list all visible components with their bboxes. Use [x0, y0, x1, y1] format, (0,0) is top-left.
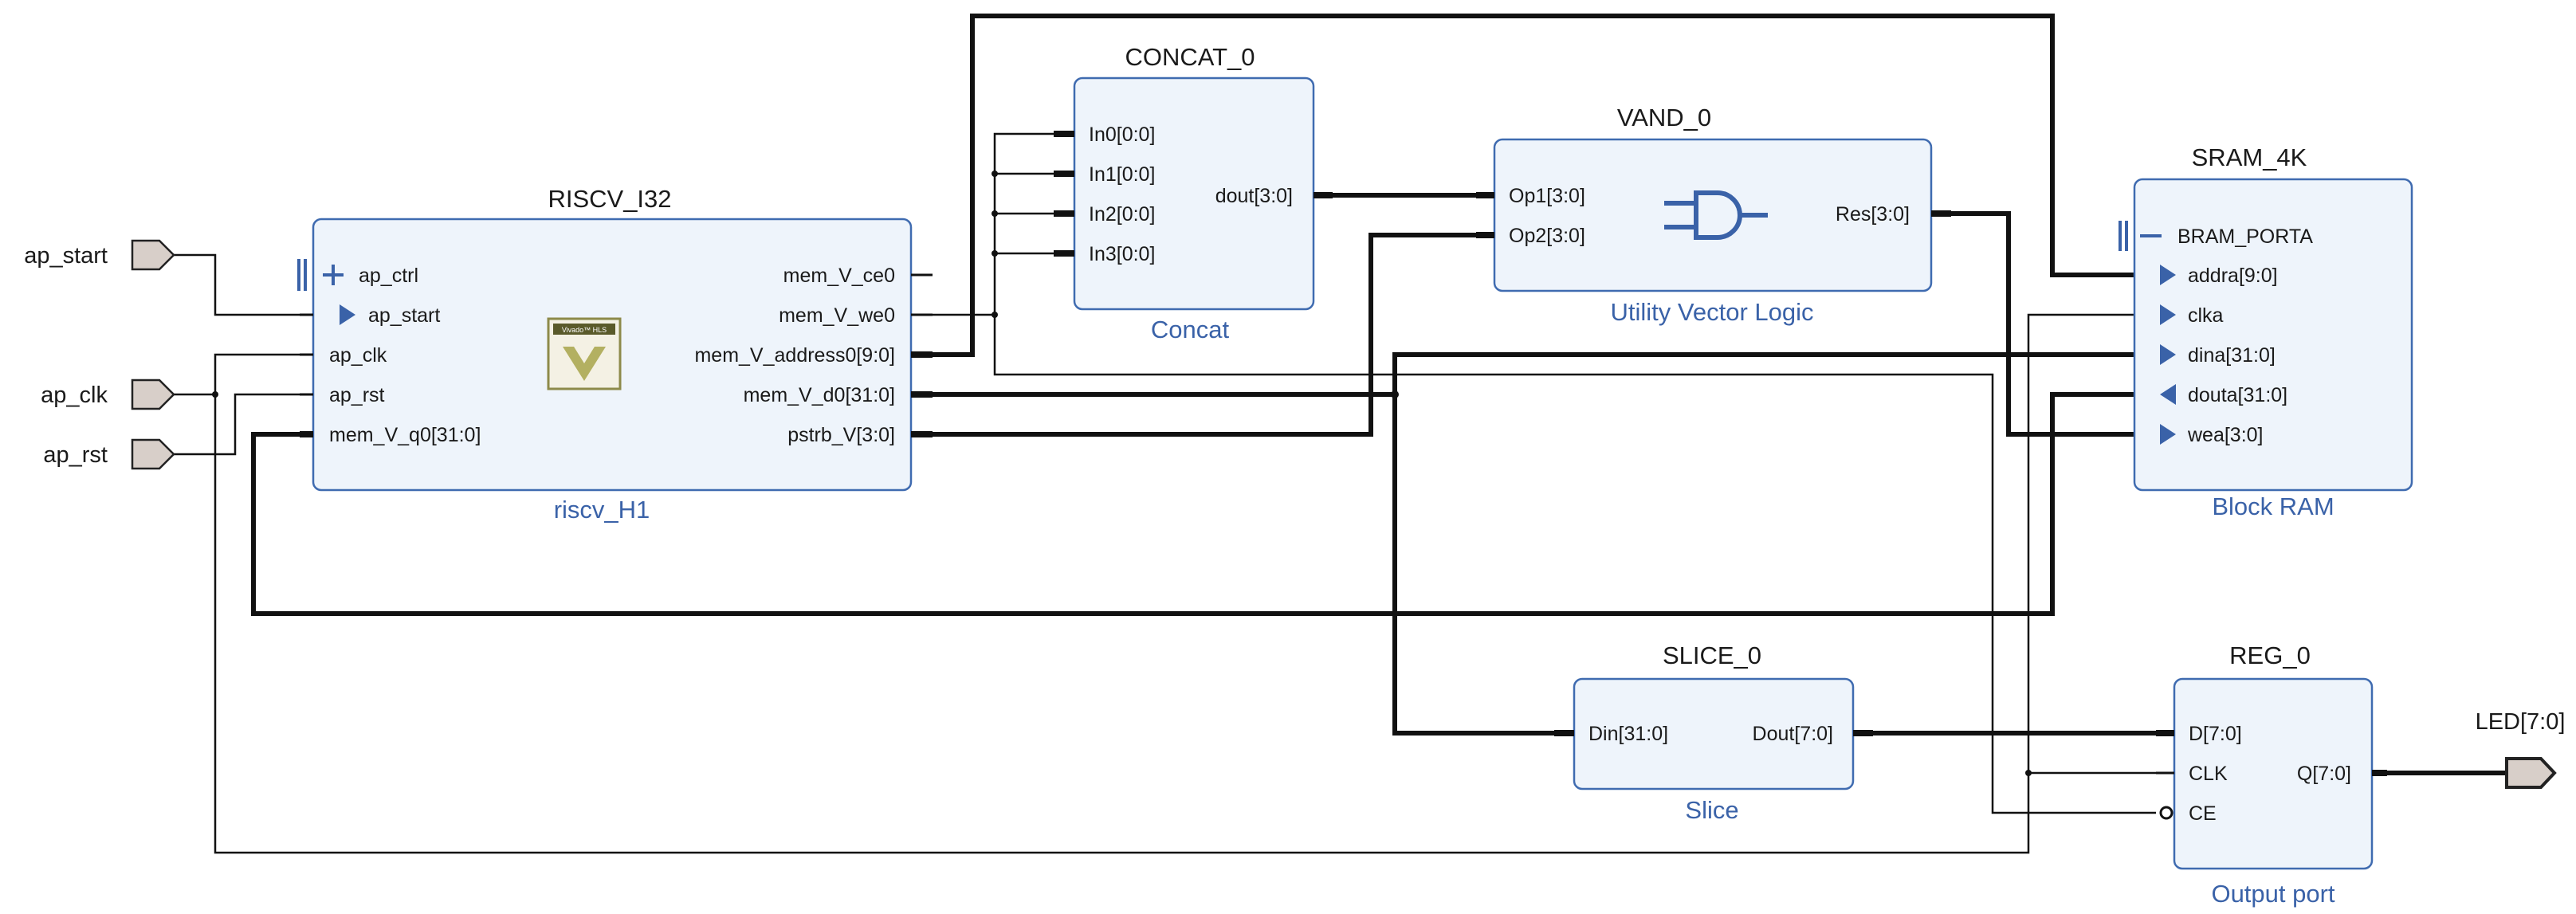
- net-ap-start[interactable]: [174, 253, 300, 316]
- block-riscv-label: riscv_H1: [554, 496, 650, 524]
- pin-arrow-left-icon: [2160, 384, 2176, 405]
- block-vand-label: Utility Vector Logic: [1611, 298, 1814, 326]
- pin-douta: douta[31:0]: [2188, 384, 2287, 406]
- pin-arrow-icon: [340, 304, 355, 325]
- port-ap-rst[interactable]: [131, 438, 175, 470]
- block-concat[interactable]: CONCAT_0 Concat In0[0:0] In1[0:0] In2[0:…: [1054, 43, 1333, 343]
- port-ap-rst-label: ap_rst: [43, 442, 108, 468]
- port-led-label: LED[7:0]: [2476, 709, 2566, 735]
- pin-in0: In0[0:0]: [1089, 124, 1155, 146]
- pin-clk: CLK: [2189, 763, 2228, 785]
- bus-interface-icon: [297, 259, 307, 291]
- pin-dout-slice: Dout[7:0]: [1753, 723, 1833, 745]
- vivado-hls-logo-icon: Vivado™ HLS: [547, 317, 622, 390]
- net-douta[interactable]: [251, 392, 2134, 616]
- pin-op1: Op1[3:0]: [1509, 185, 1585, 207]
- wires: [174, 14, 2507, 854]
- net-address0[interactable]: [933, 14, 2134, 357]
- block-sram-label: Block RAM: [2212, 492, 2334, 520]
- net-we0-ce[interactable]: [993, 315, 2156, 814]
- pin-mem-v-ce0: mem_V_ce0: [783, 265, 895, 287]
- pin-mem-v-d0: mem_V_d0[31:0]: [744, 384, 895, 406]
- block-sram[interactable]: SRAM_4K Block RAM BRAM_PORTA addra[9:0] …: [2119, 143, 2413, 520]
- pin-in3: In3[0:0]: [1089, 243, 1155, 265]
- net-mem-we0[interactable]: [933, 132, 1063, 316]
- inverted-input-icon: [2159, 806, 2174, 820]
- pin-pstrb-v: pstrb_V[3:0]: [787, 424, 895, 446]
- pin-wea: wea[3:0]: [2187, 424, 2264, 446]
- port-ap-clk-label: ap_clk: [41, 382, 108, 408]
- block-concat-name: CONCAT_0: [1125, 43, 1255, 71]
- block-reg[interactable]: REG_0 Output port D[7:0] CLK CE Q[7:0]: [2156, 641, 2387, 908]
- pin-ap-ctrl: ap_ctrl: [359, 265, 418, 287]
- pin-arrow-icon: [2160, 344, 2176, 365]
- expand-plus-icon[interactable]: [323, 265, 344, 285]
- and-gate-icon: [1664, 190, 1768, 240]
- pin-ap-start: ap_start: [368, 304, 440, 327]
- pin-arrow-icon: [2160, 304, 2176, 325]
- block-sram-name: SRAM_4K: [2192, 143, 2307, 171]
- pin-mem-v-q0: mem_V_q0[31:0]: [329, 424, 481, 446]
- net-d0[interactable]: [933, 352, 2134, 397]
- block-vand[interactable]: VAND_0 Utility Vector Logic Op1[3:0] Op2…: [1476, 104, 1951, 326]
- port-led[interactable]: [2505, 757, 2557, 789]
- port-ap-clk[interactable]: [131, 379, 175, 410]
- pin-arrow-icon: [2160, 265, 2176, 285]
- pin-ap-clk: ap_clk: [329, 344, 387, 367]
- block-riscv-name: RISCV_I32: [548, 185, 671, 213]
- bus-interface-icon: [2119, 221, 2128, 251]
- block-reg-label: Output port: [2211, 880, 2334, 908]
- external-ports: ap_start ap_clk ap_rst LED[7:0]: [24, 239, 2566, 789]
- pin-res: Res[3:0]: [1836, 203, 1910, 226]
- pin-din: Din[31:0]: [1588, 723, 1668, 745]
- pin-clka: clka: [2188, 304, 2224, 327]
- pin-addra: addra[9:0]: [2188, 265, 2278, 287]
- net-ap-clk[interactable]: [174, 353, 300, 396]
- block-slice-name: SLICE_0: [1663, 641, 1761, 669]
- pin-q: Q[7:0]: [2297, 763, 2351, 785]
- block-vand-name: VAND_0: [1617, 104, 1711, 131]
- pin-ce: CE: [2189, 802, 2217, 825]
- pin-bram-porta: BRAM_PORTA: [2177, 226, 2313, 248]
- pin-in2: In2[0:0]: [1089, 203, 1155, 226]
- block-riscv[interactable]: RISCV_I32 riscv_H1 ap_ctrl ap_start ap_c…: [297, 185, 933, 524]
- net-vand-wea[interactable]: [1951, 211, 2134, 437]
- pin-mem-v-address0: mem_V_address0[9:0]: [694, 344, 895, 367]
- net-pstrb[interactable]: [933, 233, 1484, 437]
- pin-in1: In1[0:0]: [1089, 163, 1155, 186]
- pin-d: D[7:0]: [2189, 723, 2242, 745]
- pin-op2: Op2[3:0]: [1509, 225, 1585, 247]
- net-ap-rst[interactable]: [174, 393, 300, 456]
- net-clk-trunk[interactable]: [214, 313, 2134, 854]
- pin-arrow-icon: [2160, 424, 2176, 445]
- pin-dina: dina[31:0]: [2188, 344, 2276, 367]
- pin-mem-v-we0: mem_V_we0: [779, 304, 895, 327]
- block-slice[interactable]: SLICE_0 Slice Din[31:0] Dout[7:0]: [1554, 641, 1873, 824]
- pin-ap-rst: ap_rst: [329, 384, 385, 406]
- block-reg-name: REG_0: [2229, 641, 2311, 669]
- port-ap-start-label: ap_start: [24, 243, 108, 269]
- net-d0-slice[interactable]: [1392, 394, 1578, 736]
- logo-text: Vivado™ HLS: [562, 326, 607, 334]
- pin-dout: dout[3:0]: [1215, 185, 1293, 207]
- block-slice-label: Slice: [1685, 796, 1738, 824]
- port-ap-start[interactable]: [131, 239, 175, 271]
- block-concat-label: Concat: [1151, 316, 1230, 343]
